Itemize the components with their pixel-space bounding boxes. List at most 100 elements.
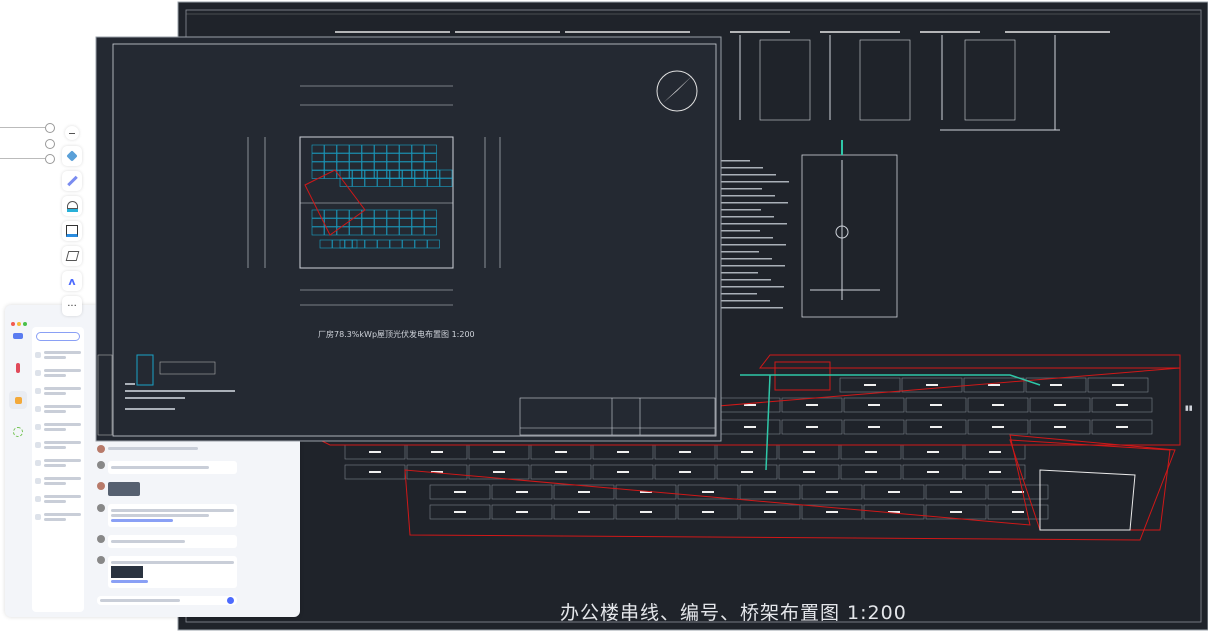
string-label [868, 426, 880, 428]
frame-button[interactable] [62, 221, 82, 241]
string-label [744, 404, 756, 406]
pv-panel [386, 153, 400, 162]
pv-panel [427, 239, 440, 249]
pv-string [530, 464, 592, 480]
string-label [950, 511, 962, 513]
new-chat-button[interactable] [36, 332, 80, 341]
string-label [578, 491, 590, 493]
roof-outline [304, 354, 1181, 446]
string-label [617, 471, 629, 473]
list-item[interactable] [32, 490, 84, 508]
front-cad-sheet [95, 36, 722, 442]
avatar [97, 482, 105, 490]
list-item[interactable] [32, 400, 84, 418]
stamp-button[interactable] [62, 196, 82, 216]
pv-string [592, 464, 654, 480]
nav-item-3[interactable] [9, 391, 27, 409]
layers-icon [66, 150, 78, 162]
note-line [720, 188, 762, 190]
list-item[interactable] [32, 418, 84, 436]
sun-icon [14, 396, 22, 404]
nav-item-4[interactable] [9, 423, 27, 441]
nav-item-1[interactable] [9, 327, 27, 345]
doc-icon [35, 370, 41, 376]
electrical-schematic [801, 129, 1060, 318]
pv-panel [319, 239, 333, 249]
list-item[interactable] [32, 454, 84, 472]
pv-panel [336, 226, 350, 236]
more-button[interactable]: ··· [62, 296, 82, 316]
minus-button[interactable] [65, 126, 79, 140]
layers-button[interactable] [62, 146, 82, 166]
node-circle[interactable] [45, 123, 55, 133]
image-attachment[interactable] [111, 566, 143, 578]
pv-panel [427, 169, 440, 179]
doc-icon [35, 496, 41, 502]
pv-string [1091, 419, 1153, 435]
string-label [950, 491, 962, 493]
pv-string [553, 504, 615, 520]
transformer-symbol [835, 225, 849, 239]
list-item[interactable] [32, 472, 84, 490]
pv-panel [386, 226, 400, 236]
nav-item-2[interactable] [9, 359, 27, 377]
pv-panel [349, 153, 362, 162]
string-label [888, 491, 900, 493]
close-dot[interactable] [11, 322, 15, 326]
list-item[interactable] [32, 382, 84, 400]
list-item[interactable] [32, 346, 84, 364]
pv-panel [427, 178, 440, 187]
string-label [930, 404, 942, 406]
string-label [617, 451, 629, 453]
pen-button[interactable] [62, 171, 82, 191]
string-label [369, 451, 381, 453]
maximize-dot[interactable] [23, 322, 27, 326]
title-block [519, 397, 716, 436]
string-label [741, 451, 753, 453]
pv-panel [374, 153, 387, 162]
brand-app-button[interactable]: ʌ [62, 271, 82, 291]
teal-cable-h [740, 374, 1041, 386]
pv-panel [402, 239, 415, 249]
note-line [720, 286, 784, 288]
pv-string [654, 464, 716, 480]
pv-string [1029, 397, 1091, 413]
transform-button[interactable] [62, 246, 82, 266]
send-icon[interactable] [227, 597, 234, 604]
pv-panel [374, 144, 387, 154]
pv-panel [364, 239, 378, 249]
window-controls[interactable] [11, 311, 29, 330]
list-item[interactable] [32, 508, 84, 526]
note-line [720, 237, 773, 239]
pv-string [429, 504, 491, 520]
front-inner-frame [112, 43, 717, 437]
pv-string [491, 504, 553, 520]
list-item[interactable] [32, 436, 84, 454]
image-attachment[interactable] [108, 482, 140, 496]
schematic-notes [720, 160, 789, 309]
pv-string [987, 504, 1049, 520]
pv-panel [377, 178, 390, 187]
minimize-dot[interactable] [17, 322, 21, 326]
spec-box [859, 39, 911, 121]
pv-string [491, 484, 553, 500]
figure-caption: 办公楼串线、编号、桥架布置图 1:200 [560, 602, 907, 624]
string-label [806, 404, 818, 406]
pv-panel [336, 209, 350, 219]
node-circle[interactable] [45, 139, 55, 149]
equipment-outline [774, 361, 831, 391]
note-line [720, 160, 750, 162]
note-line [720, 202, 788, 204]
message-input[interactable] [97, 596, 237, 605]
pv-string [677, 504, 739, 520]
string-label [1116, 404, 1128, 406]
doc-icon [35, 442, 41, 448]
list-item[interactable] [32, 364, 84, 382]
node-circle[interactable] [45, 154, 55, 164]
app-nav [9, 327, 29, 455]
spec-box [964, 39, 1016, 121]
pv-string [839, 377, 901, 393]
string-label [578, 511, 590, 513]
pv-panel [439, 169, 453, 179]
